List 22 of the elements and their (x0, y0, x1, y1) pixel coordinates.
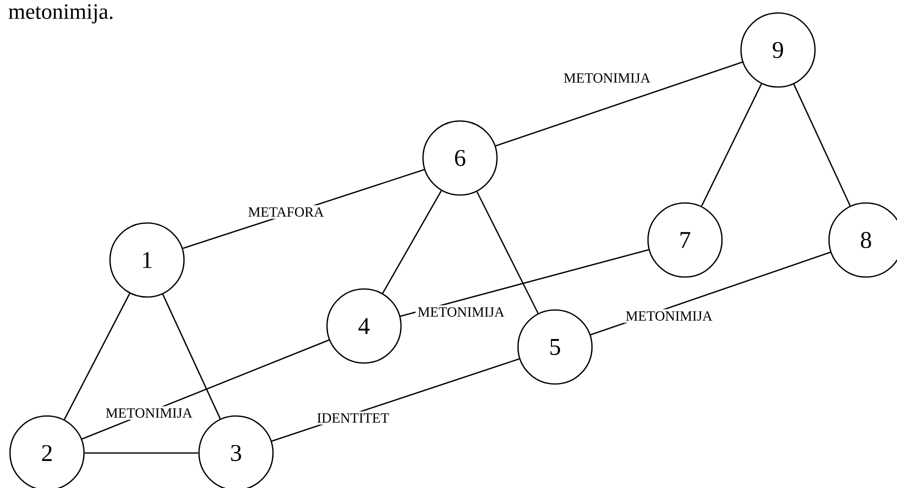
edge-label: METONIMIJA (562, 71, 652, 85)
edge-label: METONIMIJA (416, 305, 506, 319)
circle-node: 4 (326, 288, 402, 364)
circle-node: 5 (517, 309, 593, 385)
circle-node: 1 (109, 222, 185, 298)
edge-label: IDENTITET (314, 411, 392, 425)
edge-label: METONIMIJA (104, 406, 194, 420)
circle-node: 7 (647, 202, 723, 278)
connector-line (64, 293, 130, 420)
connector-line (700, 84, 762, 206)
edge-label: METONIMIJA (624, 309, 714, 323)
connector-line (382, 190, 442, 294)
connector-line (162, 294, 221, 420)
edge-label: METAFORA (246, 205, 326, 219)
connector-line (495, 62, 743, 147)
circle-node: 6 (422, 120, 498, 196)
caption-text: metonimija. (8, 4, 112, 24)
connector-line (84, 452, 198, 454)
circle-node: 9 (740, 12, 816, 88)
connector-line (400, 249, 649, 317)
connector-line (793, 84, 851, 206)
connector-line (476, 191, 539, 314)
